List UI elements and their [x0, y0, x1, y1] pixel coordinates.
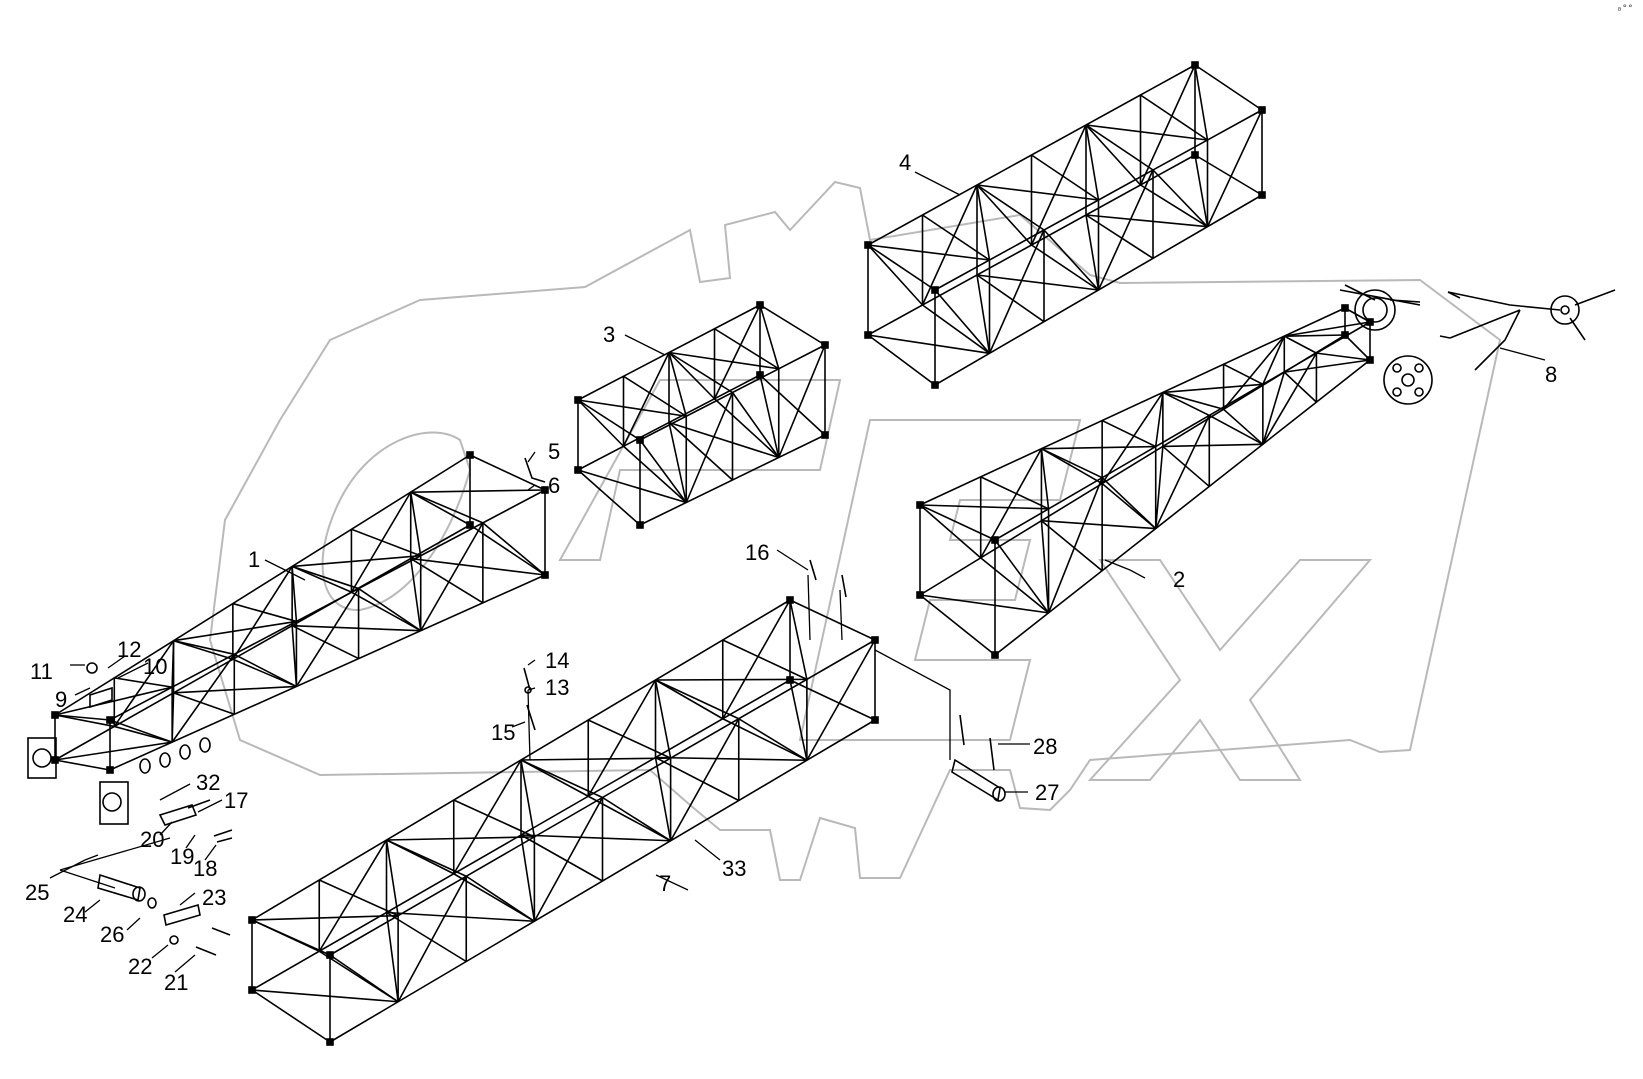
part-label-18: 18 — [193, 856, 217, 881]
leader-2 — [1104, 559, 1146, 579]
leader-4 — [914, 171, 961, 196]
leader-16 — [776, 549, 809, 571]
part-label-7: 7 — [659, 871, 671, 896]
leader-24 — [84, 899, 101, 913]
part-label-14: 14 — [545, 648, 569, 673]
part-label-13: 13 — [545, 675, 569, 700]
part-label-6: 6 — [548, 473, 560, 498]
leader-10 — [117, 662, 149, 679]
part-label-8: 8 — [1545, 362, 1557, 387]
leader-14 — [527, 659, 536, 666]
part-label-17: 17 — [224, 788, 248, 813]
part-label-24: 24 — [63, 902, 87, 927]
corner-mark: ₀°° — [1616, 4, 1633, 14]
leader-12 — [107, 655, 126, 669]
leader-5 — [527, 451, 536, 463]
connection-lines — [59, 574, 951, 889]
part-label-12: 12 — [117, 637, 141, 662]
leader-13 — [527, 687, 536, 691]
part-label-19: 19 — [170, 844, 194, 869]
leader-lines — [49, 171, 1546, 973]
part-label-4: 4 — [899, 150, 911, 175]
part-label-2: 2 — [1173, 567, 1185, 592]
part-label-10: 10 — [143, 654, 167, 679]
leader-3 — [624, 334, 666, 356]
part-label-16: 16 — [745, 540, 769, 565]
part-label-27: 27 — [1035, 780, 1059, 805]
head-pulley-and-hardware — [27, 284, 1616, 956]
leader-22 — [151, 944, 169, 959]
part-label-1: 1 — [248, 547, 260, 572]
section-4 — [864, 61, 1266, 389]
leader-18 — [204, 844, 217, 861]
part-label-28: 28 — [1033, 734, 1057, 759]
leader-21 — [174, 954, 196, 973]
leader-17 — [197, 799, 223, 813]
part-label-22: 22 — [128, 954, 152, 979]
watermark-logo — [208, 180, 1502, 881]
leader-9 — [74, 687, 91, 696]
part-label-25: 25 — [25, 880, 49, 905]
part-label-26: 26 — [100, 922, 124, 947]
part-label-32: 32 — [196, 770, 220, 795]
part-label-11: 11 — [30, 659, 53, 684]
part-label-9: 9 — [55, 687, 67, 712]
leader-15 — [511, 721, 526, 728]
leader-7 — [655, 874, 689, 891]
leader-8 — [1499, 347, 1546, 361]
leader-32 — [159, 783, 191, 801]
part-label-21: 21 — [164, 970, 188, 995]
leader-19 — [185, 834, 196, 849]
part-label-20: 20 — [140, 827, 164, 852]
part-label-5: 5 — [548, 439, 560, 464]
section-7 — [248, 596, 879, 1046]
part-label-33: 33 — [722, 856, 746, 881]
section-1 — [51, 451, 549, 774]
leader-25 — [49, 854, 99, 879]
leader-26 — [126, 917, 141, 931]
leader-20 — [159, 821, 173, 836]
section-3 — [574, 301, 829, 529]
part-labels: 1234567891011121314151617181920212223242… — [25, 150, 1557, 995]
section-2 — [916, 304, 1374, 659]
leader-23 — [179, 892, 196, 906]
part-label-3: 3 — [603, 322, 615, 347]
part-label-23: 23 — [202, 885, 226, 910]
leader-6 — [527, 484, 536, 491]
part-label-15: 15 — [491, 720, 515, 745]
leader-1 — [264, 559, 306, 581]
boom-sections-drawing — [27, 61, 1616, 1046]
leader-33 — [694, 839, 721, 861]
